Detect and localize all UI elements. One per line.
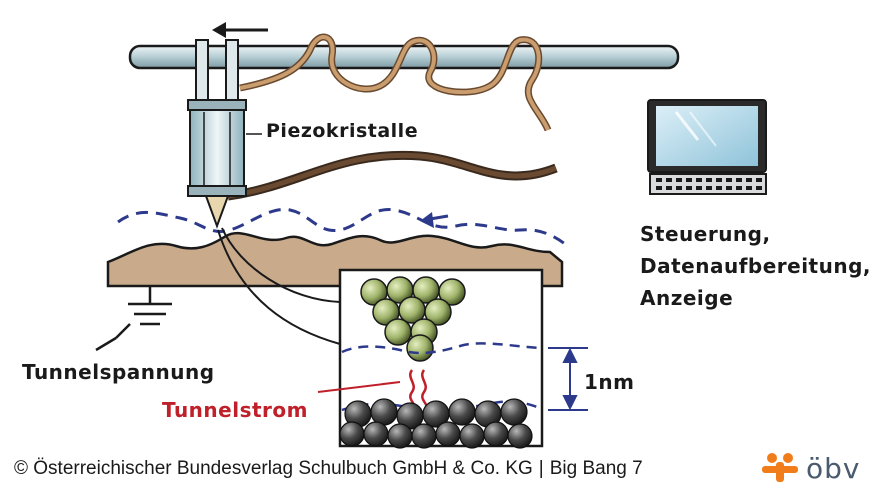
scan-path-line bbox=[117, 207, 571, 250]
distance-label: 1nm bbox=[584, 370, 635, 394]
distance-marker bbox=[548, 347, 588, 411]
footer-book: Big Bang 7 bbox=[549, 458, 643, 479]
piezo-label: Piezokristalle bbox=[266, 120, 419, 142]
cable-coil bbox=[239, 33, 552, 132]
signal-cable bbox=[227, 150, 558, 201]
scan-path-arrow-icon bbox=[420, 212, 449, 228]
obv-logo-icon bbox=[762, 453, 798, 482]
substrate-atoms bbox=[339, 398, 533, 449]
footer-copyright: © Österreichischer Bundesverlag Schulbuc… bbox=[14, 458, 533, 479]
tunnel-current-leader-line bbox=[317, 381, 401, 393]
control-label-line1: Steuerung, bbox=[640, 222, 771, 246]
control-label-line3: Anzeige bbox=[640, 286, 734, 310]
tunnel-voltage-label: Tunnelspannung bbox=[22, 360, 215, 384]
control-label-line2: Datenaufbereitung, bbox=[640, 254, 872, 278]
computer-icon bbox=[647, 99, 767, 195]
ground-symbol bbox=[95, 286, 172, 352]
footer-separator: | bbox=[538, 458, 544, 479]
tunnel-current-label: Tunnelstrom bbox=[162, 398, 308, 422]
inset-scan-path-line bbox=[341, 342, 541, 355]
obv-logo-text: öbv bbox=[806, 452, 861, 485]
piezo-clamp bbox=[195, 39, 239, 107]
zoom-lines bbox=[217, 227, 341, 345]
tip-atoms bbox=[360, 276, 466, 362]
footer: © Österreichischer Bundesverlag Schulbuc… bbox=[14, 458, 643, 480]
scan-direction-arrow-icon bbox=[212, 22, 268, 38]
piezo-tube bbox=[187, 99, 247, 229]
